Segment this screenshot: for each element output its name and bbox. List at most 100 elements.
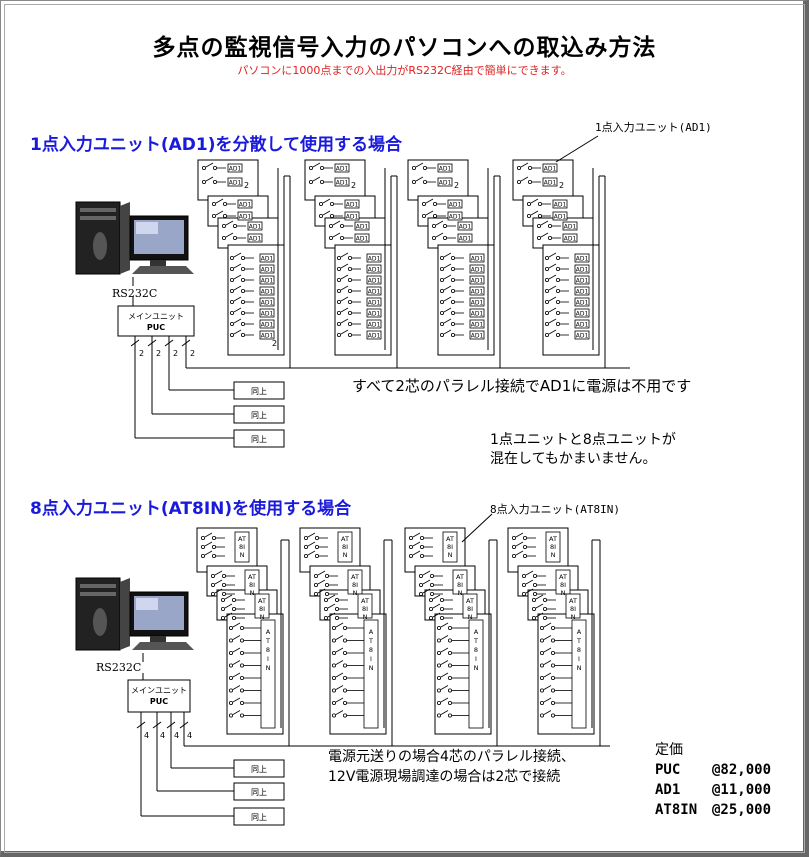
same-as-above-box <box>233 807 285 826</box>
at8in-unit-label: 8I <box>457 581 463 589</box>
ad1-unit <box>469 275 485 285</box>
switch-blade <box>440 647 449 653</box>
ad1-unit <box>366 264 382 274</box>
switch-contact <box>551 626 556 631</box>
wire-count-tick <box>130 339 140 347</box>
switch-contact <box>422 179 427 184</box>
switch-blade <box>415 162 424 168</box>
ad1-unit <box>542 177 558 187</box>
switch-contact <box>419 536 424 541</box>
switch-contact <box>324 574 329 579</box>
ad1-unit <box>366 297 382 307</box>
switch-contact <box>551 676 556 681</box>
switch-contact <box>556 255 561 260</box>
ad1-unit-label: AD1 <box>576 256 589 263</box>
at8in-unit-label: N <box>369 664 374 672</box>
switch-contact <box>313 592 318 597</box>
at8in-unit-label: AT <box>248 573 256 581</box>
switch-blade <box>548 252 557 258</box>
ad1-unit-label: AD1 <box>249 236 262 243</box>
price-value: @25,000 <box>712 802 772 818</box>
switch-contact <box>447 651 452 656</box>
switch-contact <box>308 179 313 184</box>
section2-callout: 8点入力ユニット(AT8IN) <box>490 503 620 516</box>
switch-contact <box>342 651 347 656</box>
switch-contact <box>221 592 226 597</box>
switch-blade <box>205 162 214 168</box>
switch-contact <box>323 607 328 612</box>
ad1-unit-label: AD1 <box>368 311 381 318</box>
pc-drive-bay <box>80 216 116 220</box>
switch-contact <box>428 616 433 621</box>
switch-contact <box>347 310 352 315</box>
section2-rs232c-label: RS232C <box>96 661 142 674</box>
switch-contact <box>200 554 205 559</box>
switch-contact <box>240 332 245 337</box>
at8in-unit-label: AT <box>559 573 567 581</box>
switch-contact <box>556 266 561 271</box>
switch-contact <box>439 277 444 282</box>
switch-blade <box>548 307 557 313</box>
at8in-unit-label: N <box>240 551 245 559</box>
ad1-unit <box>227 163 243 173</box>
switch-blade <box>340 274 349 280</box>
switch-blade <box>432 594 441 600</box>
ad1-unit <box>237 199 253 209</box>
switch-contact <box>421 201 426 206</box>
switch-contact <box>314 545 319 550</box>
at8in-unit-label: I <box>267 655 269 663</box>
at8in-unit-label: AT <box>569 597 577 605</box>
at8in-unit-label: 8I <box>560 581 566 589</box>
wire-count-label: 4 <box>160 731 165 740</box>
same-as-above-box <box>233 405 285 424</box>
switch-contact <box>201 179 206 184</box>
ad1-unit <box>457 221 473 231</box>
callout-leader <box>555 135 599 163</box>
switch-contact <box>450 266 455 271</box>
switch-blade <box>422 570 431 576</box>
switch-contact <box>221 223 226 228</box>
switch-contact <box>239 638 244 643</box>
switch-blade <box>317 588 326 594</box>
switch-blade <box>225 220 234 226</box>
switch-contact <box>429 592 434 597</box>
at8in-unit-label: AT <box>456 573 464 581</box>
ad1-unit-label: AD1 <box>249 224 262 231</box>
switch-contact <box>436 676 441 681</box>
ad1-unit-label: AD1 <box>449 214 462 221</box>
switch-contact <box>551 701 556 706</box>
ad1-unit <box>344 211 360 221</box>
switch-blade <box>440 672 449 678</box>
switch-contact <box>523 545 528 550</box>
at8in-unit <box>260 619 276 729</box>
switch-contact <box>551 651 556 656</box>
switch-contact <box>339 235 344 240</box>
section1-unit-group: AD1AD1AD1AD1AD1AD1AD1AD1AD1AD1AD1AD1AD1A… <box>197 159 285 356</box>
at8in-unit-label: N <box>363 613 368 621</box>
switch-blade <box>540 232 549 238</box>
ad1-unit <box>366 308 382 318</box>
switch-contact <box>545 277 550 282</box>
price-name: AT8IN <box>655 802 698 818</box>
at8in-unit-label: 8I <box>467 605 473 613</box>
ad1-unit <box>366 319 382 329</box>
switch-blade <box>307 532 316 538</box>
switch-contact <box>319 179 324 184</box>
section2-wiring-note-line1: 電源元送りの場合4芯のパラレル接続、 <box>328 749 575 765</box>
switch-contact <box>537 223 542 228</box>
ad1-unit-label: AD1 <box>368 322 381 329</box>
callout-leader <box>461 513 493 543</box>
switch-blade <box>525 570 534 576</box>
ad1-unit-label: AD1 <box>564 236 577 243</box>
section1-unit-group: AD1AD1AD1AD1AD1AD1AD1AD1AD1AD1AD1AD1AD1A… <box>304 159 392 356</box>
section1-main-unit-label: PUC <box>147 323 165 332</box>
switch-contact <box>411 179 416 184</box>
at8in-unit <box>462 593 478 619</box>
switch-contact <box>540 638 545 643</box>
at8in-unit <box>254 593 270 619</box>
switch-contact <box>200 545 205 550</box>
at8in-unit-label: 8I <box>239 543 245 551</box>
ad1-unit <box>259 264 275 274</box>
ad1-unit-label: AD1 <box>368 289 381 296</box>
